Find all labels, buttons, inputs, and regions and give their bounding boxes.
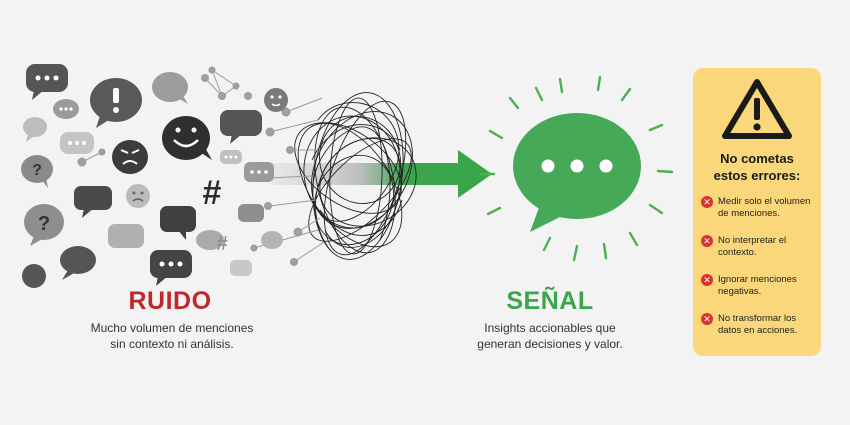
chat-bubble-icon [244,162,274,182]
error-list: ✕ Medir solo el volumen de menciones. ✕ … [701,196,819,352]
chat-bubble-icon [108,224,144,248]
chat-bubble-icon [238,204,264,222]
warning-heading-line: No cometas [720,151,794,166]
sad-face-bubble-icon [126,184,150,208]
error-text: Medir solo el volumen [718,196,811,207]
chat-bubble-icon [152,72,188,104]
error-text: de menciones. [718,208,780,219]
error-text: No interpretar el [718,235,787,246]
noise-description-line: sin contexto ni análisis. [110,337,234,351]
chat-bubble-icon [60,246,96,280]
chat-bubble-icon [60,132,94,154]
happy-face-bubble-icon [162,116,212,160]
signal-description: Insights accionables que generan decisio… [475,320,625,352]
x-circle-icon: ✕ [701,274,713,286]
error-item: ✕ No interpretar el contexto. [701,235,819,274]
noise-network [77,66,325,266]
question-bubble-icon: ? [21,155,53,188]
hashtag-icon: # [203,174,222,212]
x-circle-icon: ✕ [701,235,713,247]
noise-title: RUIDO [128,287,212,315]
noise-description-line: Mucho volumen de menciones [90,321,254,335]
signal-description-line: Insights accionables que [484,321,616,335]
error-text: datos en acciones. [718,325,798,336]
error-text: contexto. [718,247,757,258]
exclamation-bubble-icon [90,78,142,128]
noise-scribble [294,92,417,260]
chat-bubble-icon [74,186,112,218]
chat-bubble-icon [22,264,46,288]
warning-triangle-icon [722,79,792,139]
transform-arrow [272,150,492,198]
error-item: ✕ Ignorar menciones negativas. [701,274,819,313]
face-bubble-icon [264,88,288,112]
x-circle-icon: ✕ [701,313,713,325]
noise-description: Mucho volumen de menciones sin contexto … [72,320,272,352]
svg-text:?: ? [32,162,42,179]
error-text: negativas. [718,286,762,297]
chat-bubble-icon [220,110,262,144]
angry-face-bubble-icon [112,140,148,174]
signal-title: SEÑAL [506,287,594,315]
signal-description-line: generan decisiones y valor. [477,337,623,351]
error-text: Ignorar menciones [718,274,797,285]
chat-bubble-icon [196,230,224,250]
warning-heading: No cometas estos errores: [693,150,821,184]
warning-heading-line: estos errores: [713,168,801,183]
chat-bubble-icon [261,231,283,249]
chat-bubble-icon [23,117,47,142]
chat-bubble-icon [230,260,252,276]
signal-bubble-icon [478,75,674,262]
question-bubble-icon: ? [24,204,64,246]
noise-bubbles: ? ? # # [21,64,288,288]
error-text: No transformar los [718,313,797,324]
x-circle-icon: ✕ [701,196,713,208]
chat-bubble-icon [53,99,79,119]
error-item: ✕ Medir solo el volumen de menciones. [701,196,819,235]
svg-text:?: ? [38,213,50,235]
error-item: ✕ No transformar los datos en acciones. [701,313,819,352]
chat-bubble-icon [160,206,196,240]
chat-bubble-icon [150,250,192,286]
chat-bubble-icon [220,150,242,164]
warning-card: No cometas estos errores: ✕ Medir solo e… [693,68,821,356]
chat-bubble-icon [26,64,68,100]
hashtag-icon: # [216,233,227,255]
